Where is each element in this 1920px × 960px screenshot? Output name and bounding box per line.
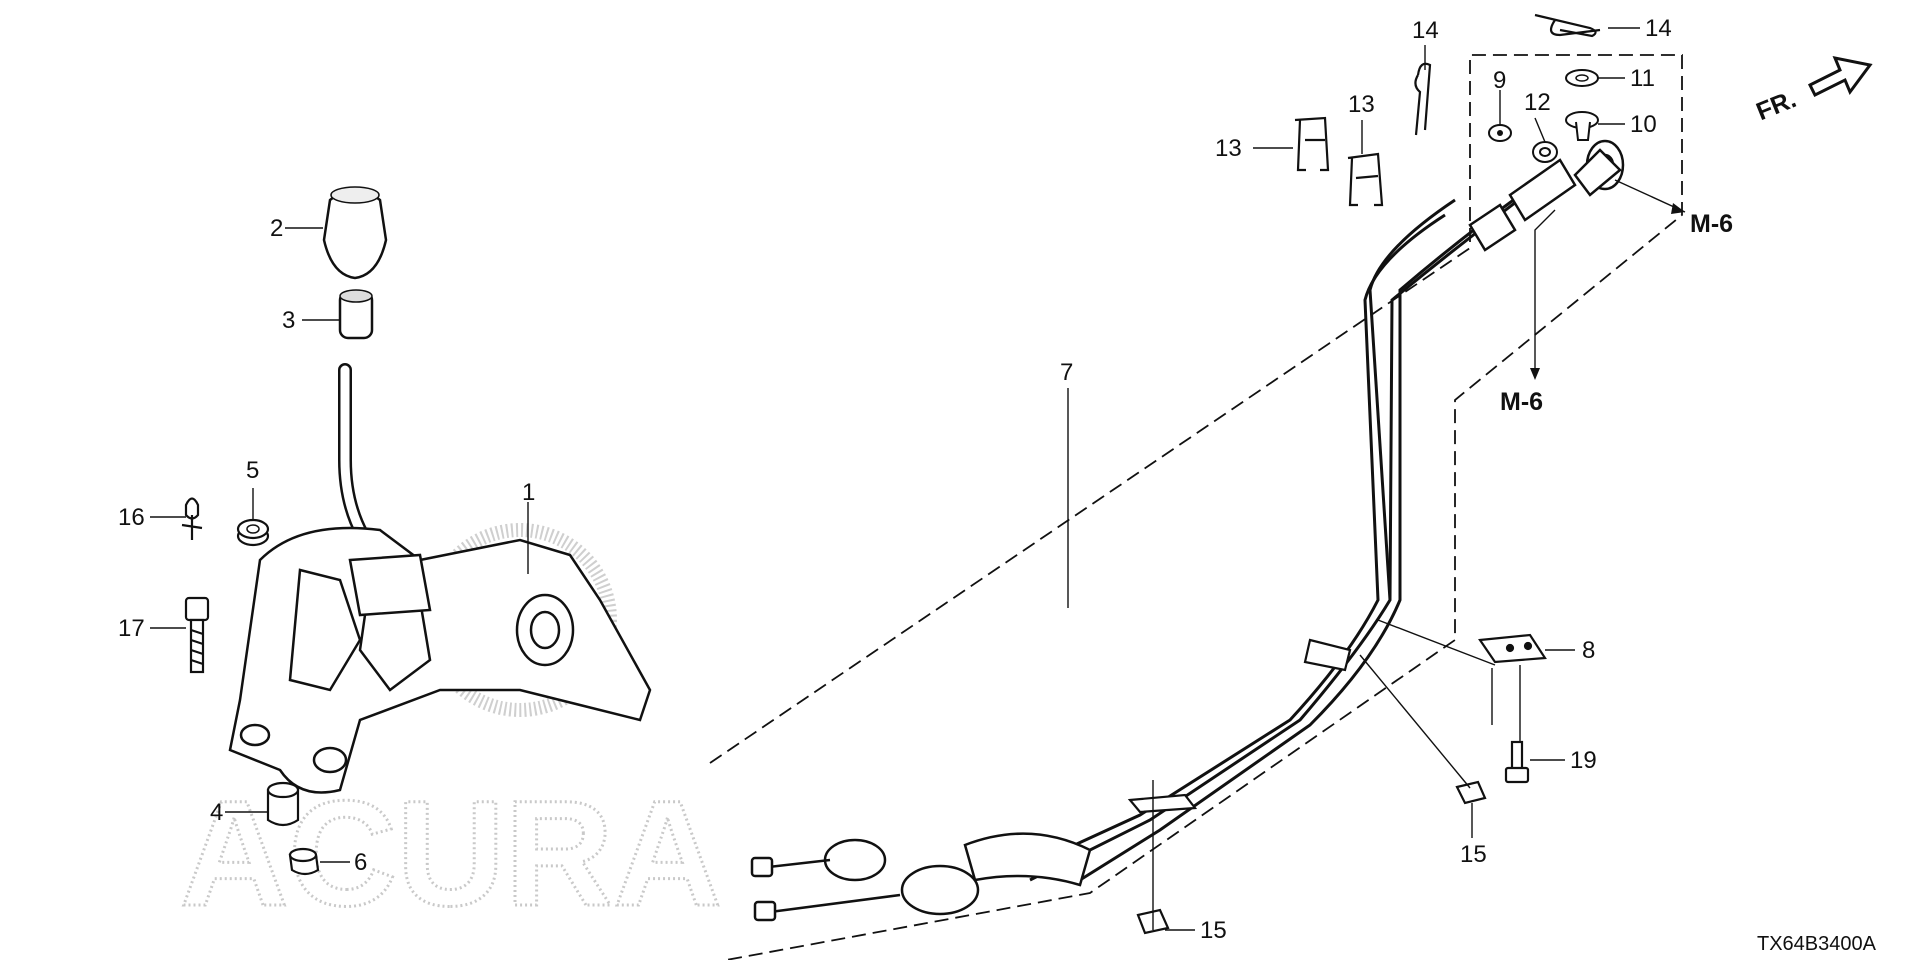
callout-15-right: 15: [1460, 841, 1487, 868]
cable-end-lower: [750, 832, 1092, 922]
callout-8: 8: [1582, 637, 1595, 664]
retainer-nut: [1532, 141, 1558, 163]
washer-11: [1565, 69, 1599, 87]
callout-7: 7: [1060, 359, 1073, 386]
cable-bracket-8: [1478, 633, 1547, 664]
callout-12: 12: [1524, 89, 1551, 116]
callout-numbers: 1 2 3 4 5 6 7 8 9 10 11 12 13 13 14 14 1…: [118, 15, 1672, 944]
cable-end-upper: [1468, 139, 1625, 252]
spring-clip-horizontal: [1534, 13, 1601, 38]
cable-clip-left: [1294, 116, 1330, 172]
flange-bolt-right: [1504, 740, 1530, 784]
cable-bracket: [1127, 638, 1352, 814]
callout-4: 4: [210, 799, 223, 826]
callout-14-right: 14: [1645, 15, 1672, 42]
front-direction-arrow: FR.: [1752, 55, 1873, 126]
reference-m6-right: M-6: [1690, 210, 1733, 238]
flange-nut-right: [1455, 780, 1487, 805]
shift-knob: [322, 186, 388, 280]
bushing-10: [1565, 111, 1599, 141]
callout-13-left: 13: [1215, 135, 1242, 162]
callout-10: 10: [1630, 111, 1657, 138]
watermark: ACURA: [180, 769, 722, 937]
lock-pin: [181, 497, 203, 540]
front-direction-label: FR.: [1752, 85, 1800, 126]
callout-9: 9: [1493, 67, 1506, 94]
callout-16: 16: [118, 504, 145, 531]
callout-11: 11: [1630, 65, 1655, 92]
callout-6: 6: [354, 849, 367, 876]
grommet: [266, 781, 300, 827]
callout-15-bottom: 15: [1200, 917, 1227, 944]
shift-housing: [228, 526, 652, 794]
callout-1: 1: [522, 479, 535, 506]
spring-clip-vertical: [1414, 62, 1432, 136]
washer: [1488, 124, 1512, 142]
callout-2: 2: [270, 215, 283, 242]
callout-3: 3: [282, 307, 295, 334]
collar: [236, 518, 270, 547]
callout-19: 19: [1570, 747, 1597, 774]
callout-5: 5: [246, 457, 259, 484]
callout-13-right: 13: [1348, 91, 1375, 118]
group-outline: [709, 54, 1683, 960]
cable-clip-right: [1347, 152, 1384, 207]
knob-bushing: [338, 289, 374, 340]
callout-14-left: 14: [1412, 17, 1439, 44]
cap: [288, 847, 320, 876]
diagram-code: TX64B3400A: [1757, 933, 1877, 955]
leader-lines: [150, 27, 1686, 931]
flange-bolt-left: [184, 596, 210, 674]
callout-17: 17: [118, 615, 145, 642]
shift-cables: [1019, 168, 1556, 882]
reference-m6-center: M-6: [1500, 388, 1543, 416]
